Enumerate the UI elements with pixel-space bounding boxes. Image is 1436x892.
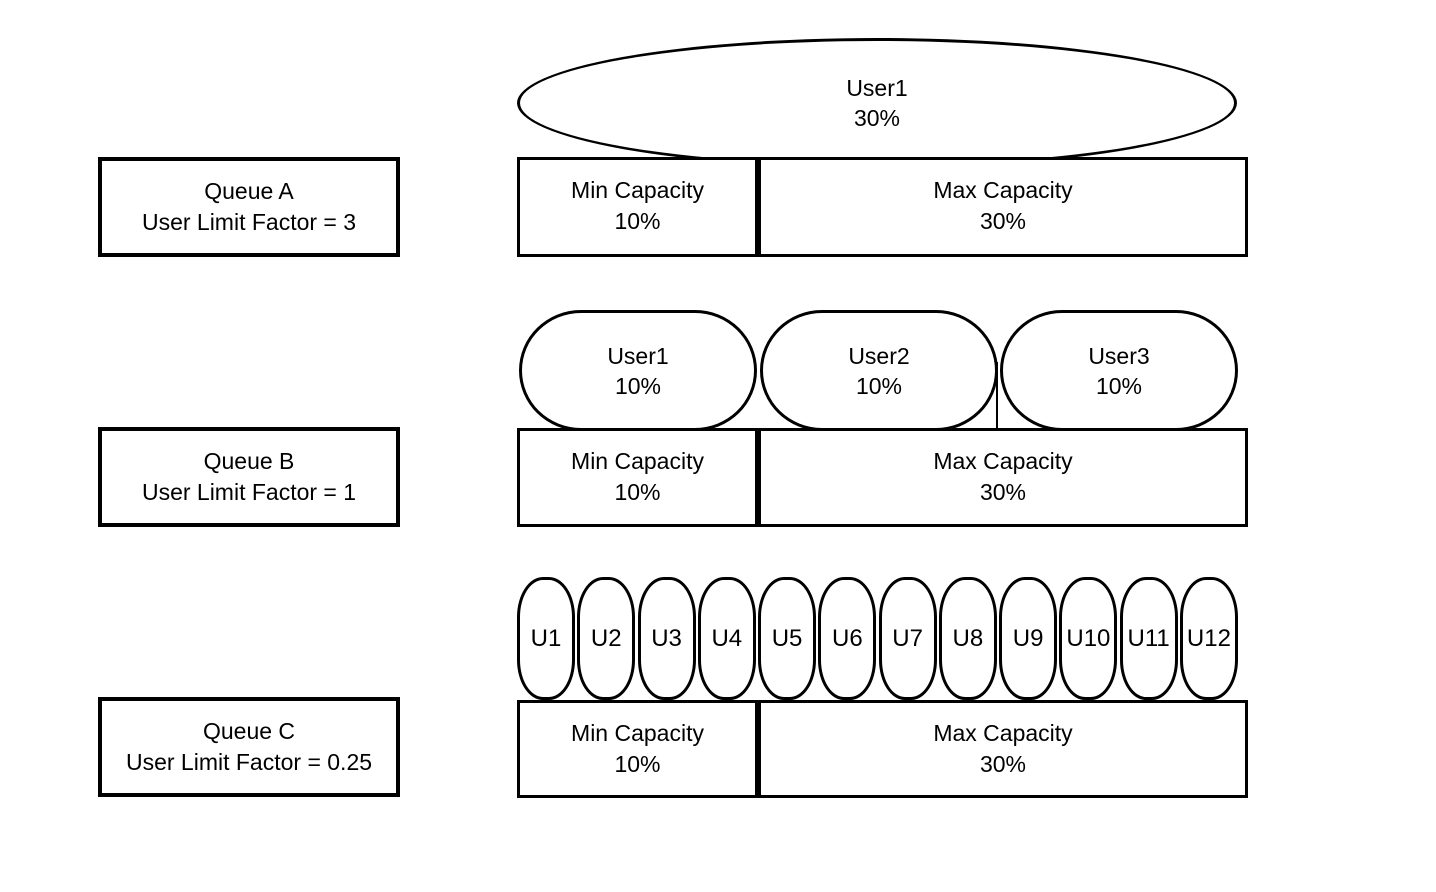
user-name: U12 [1186,624,1231,652]
user-name: U4 [711,624,743,652]
queue-c-user-barrel: U6 [818,577,877,700]
queue-c-min-capacity-box: Min Capacity 10% [517,700,758,798]
queue-b-user3-capsule: User3 10% [1000,310,1238,431]
queue-b-label-box: Queue B User Limit Factor = 1 [98,427,400,527]
queue-c-user-barrel: U5 [758,577,817,700]
user-name: U6 [831,624,863,652]
queue-name: Queue A [204,178,294,204]
queue-a-max-capacity-box: Max Capacity 30% [758,157,1248,257]
queue-c-label-box: Queue C User Limit Factor = 0.25 [98,697,400,797]
queue-c-user-barrel: U11 [1119,577,1178,700]
queue-c-user-barrel: U4 [697,577,756,700]
user-limit-factor: User Limit Factor = 0.25 [125,749,373,775]
queue-c-max-capacity-box: Max Capacity 30% [758,700,1248,798]
user-name: User2 [848,342,910,369]
queue-c-user-barrel: U1 [517,577,575,700]
queue-name: Queue B [203,448,295,474]
user-name: U11 [1127,624,1170,652]
user-name: User1 [607,342,669,369]
user-name: User1 [846,75,908,101]
user-name: U10 [1066,624,1111,652]
queue-a-user-ellipse: User1 30% [517,38,1237,168]
queue-c-user-barrel: U9 [999,577,1058,700]
user-limit-factor: User Limit Factor = 3 [141,209,357,235]
user-name: U3 [651,624,682,652]
queue-c-user-barrel: U2 [577,577,636,700]
queue-c-user-barrel: U7 [878,577,937,700]
max-capacity-value: 30% [979,208,1027,234]
max-capacity-value: 30% [979,751,1027,777]
min-capacity-title: Min Capacity [571,720,704,746]
queue-c-user-barrel: U10 [1059,577,1118,700]
min-capacity-title: Min Capacity [571,177,704,203]
user-percent: 10% [1095,372,1143,399]
max-capacity-title: Max Capacity [933,720,1073,746]
user-name: U5 [771,624,803,652]
min-capacity-value: 10% [614,479,661,505]
user-limit-factor: User Limit Factor = 1 [141,479,357,505]
user2-user3-divider-line [996,362,998,428]
queue-c-user-barrel: U12 [1179,577,1238,700]
queue-b-min-capacity-box: Min Capacity 10% [517,428,758,527]
user-name: U9 [1012,624,1044,652]
queue-c-user-barrel: U8 [938,577,997,700]
queue-a-min-capacity-box: Min Capacity 10% [517,157,758,257]
queue-name: Queue C [202,718,296,744]
max-capacity-title: Max Capacity [933,448,1073,474]
queue-a-label-box: Queue A User Limit Factor = 3 [98,157,400,257]
user-name: U2 [590,624,622,652]
queue-b-user2-capsule: User2 10% [760,310,998,431]
user-name: U1 [530,624,562,652]
queue-c-user-barrel: U3 [637,577,696,700]
user-name: U7 [892,624,923,652]
queue-b-max-capacity-box: Max Capacity 30% [758,428,1248,527]
min-capacity-value: 10% [614,208,661,234]
min-capacity-title: Min Capacity [571,448,704,474]
queue-b-user1-capsule: User1 10% [519,310,757,431]
user-percent: 10% [855,372,903,399]
user-percent: 30% [853,105,901,131]
max-capacity-value: 30% [979,479,1027,505]
queue-c-user-strip-row: U1 U2 U3 U4 U5 U6 U7 U8 U9 U10 U11 [517,577,1238,700]
user-name: User3 [1088,342,1150,369]
max-capacity-title: Max Capacity [933,177,1073,203]
user-percent: 10% [614,372,662,399]
user-name: U8 [952,624,984,652]
min-capacity-value: 10% [614,751,661,777]
